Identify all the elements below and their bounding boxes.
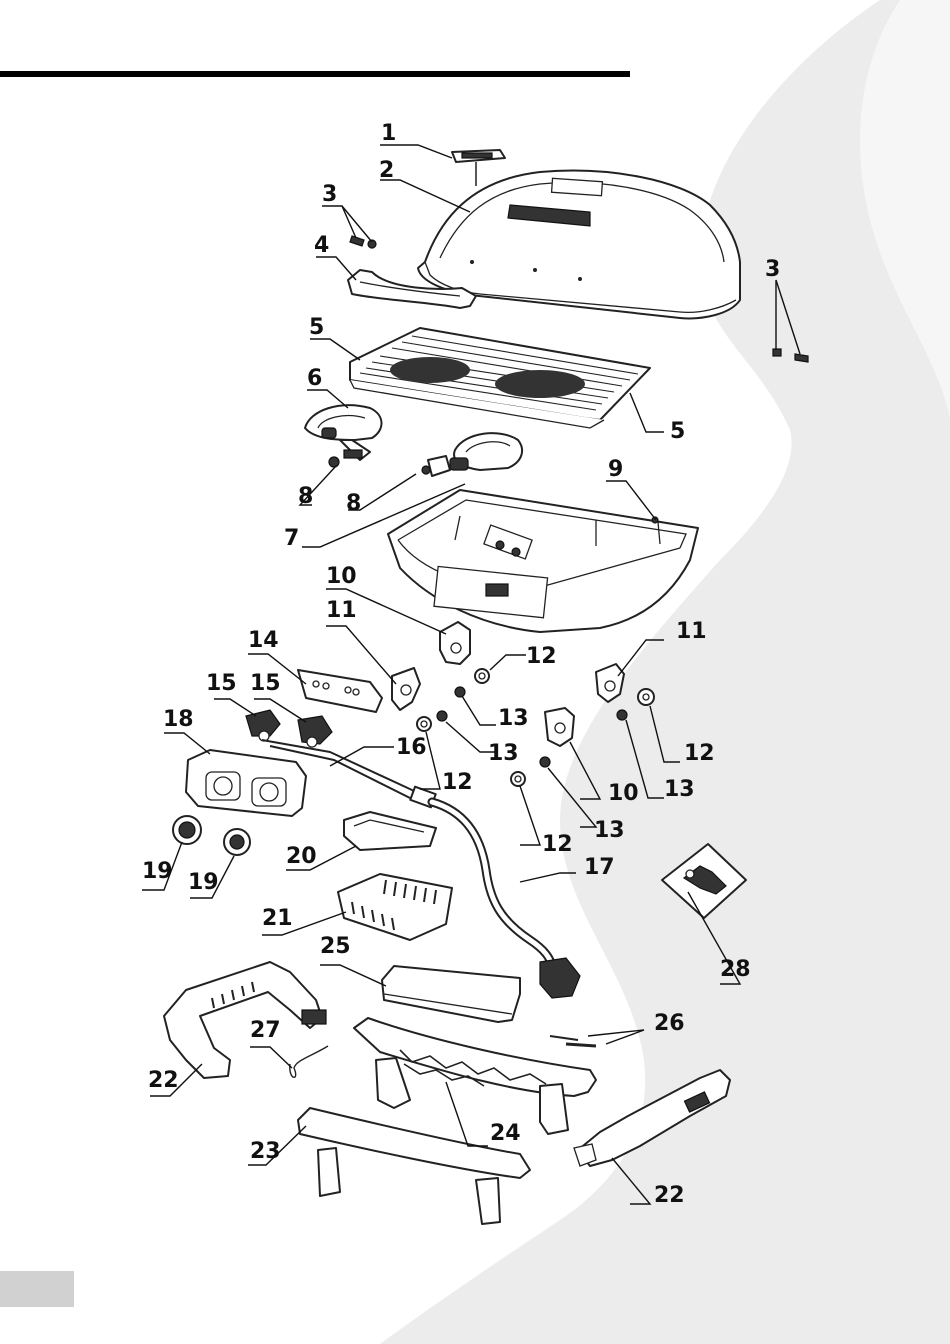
label-part-20: 20 bbox=[286, 844, 317, 869]
label-part-13-a: 13 bbox=[498, 706, 529, 731]
label-part-19-left: 19 bbox=[142, 859, 173, 884]
header-rule bbox=[0, 71, 630, 77]
part-control-knobs bbox=[173, 816, 250, 855]
label-part-14: 14 bbox=[248, 628, 279, 653]
label-part-4: 4 bbox=[314, 233, 329, 258]
part-bracket-10-right bbox=[545, 708, 574, 746]
label-part-10-right: 10 bbox=[608, 781, 639, 806]
part-grease-basket bbox=[338, 874, 452, 940]
label-part-3-left: 3 bbox=[322, 182, 337, 207]
label-part-24: 24 bbox=[490, 1121, 521, 1146]
part-burner-left bbox=[305, 405, 382, 467]
label-part-23: 23 bbox=[250, 1139, 281, 1164]
part-drip-tray bbox=[344, 812, 436, 850]
label-part-27: 27 bbox=[250, 1018, 281, 1043]
part-bracket-10-left bbox=[440, 622, 470, 664]
part-screws-right bbox=[773, 349, 808, 362]
label-part-7: 7 bbox=[284, 526, 299, 551]
label-part-3-right: 3 bbox=[765, 257, 780, 282]
part-base-frame bbox=[354, 1018, 596, 1134]
label-part-19-right: 19 bbox=[188, 870, 219, 895]
label-part-25: 25 bbox=[320, 934, 351, 959]
label-part-12-a: 12 bbox=[526, 644, 557, 669]
label-part-12-d: 12 bbox=[684, 741, 715, 766]
part-heat-shield bbox=[298, 670, 382, 712]
label-part-10-left: 10 bbox=[326, 564, 357, 589]
label-part-1: 1 bbox=[381, 121, 396, 146]
label-part-8-left: 8 bbox=[298, 484, 313, 509]
part-shelf bbox=[382, 966, 520, 1022]
label-part-13-c: 13 bbox=[594, 818, 625, 843]
part-pins bbox=[550, 1036, 596, 1046]
label-part-6: 6 bbox=[307, 366, 322, 391]
part-firebox bbox=[388, 490, 698, 632]
part-nuts bbox=[437, 687, 627, 767]
label-part-8-right: 8 bbox=[346, 491, 361, 516]
label-part-5-right: 5 bbox=[670, 419, 685, 444]
part-bracket-11-right bbox=[596, 664, 624, 702]
label-part-28: 28 bbox=[720, 957, 751, 982]
label-part-12-c: 12 bbox=[542, 832, 573, 857]
label-part-13-b: 13 bbox=[488, 741, 519, 766]
label-part-22-right: 22 bbox=[654, 1183, 685, 1208]
page-tab bbox=[0, 1271, 74, 1307]
part-control-panel bbox=[186, 750, 306, 816]
label-part-15-right: 15 bbox=[250, 671, 281, 696]
label-part-11-left: 11 bbox=[326, 598, 357, 623]
label-part-18: 18 bbox=[163, 707, 194, 732]
label-part-13-d: 13 bbox=[664, 777, 695, 802]
label-part-26: 26 bbox=[654, 1011, 685, 1036]
label-part-22-left: 22 bbox=[148, 1068, 179, 1093]
label-part-9: 9 bbox=[608, 457, 623, 482]
label-part-2: 2 bbox=[379, 158, 394, 183]
part-valves bbox=[246, 710, 332, 747]
part-screws-left bbox=[350, 236, 376, 248]
part-hardware-bag bbox=[662, 844, 746, 918]
label-part-12-b: 12 bbox=[442, 770, 473, 795]
label-part-11-right: 11 bbox=[676, 619, 707, 644]
label-part-15-left: 15 bbox=[206, 671, 237, 696]
part-leg-handle-right bbox=[574, 1070, 730, 1166]
part-bracket-11-left bbox=[392, 668, 420, 710]
part-thermometer bbox=[452, 150, 505, 186]
label-part-17: 17 bbox=[584, 855, 615, 880]
label-part-5-left: 5 bbox=[309, 315, 324, 340]
part-cooking-grate bbox=[350, 328, 650, 428]
part-burner-right bbox=[422, 433, 522, 476]
part-wire bbox=[290, 1046, 328, 1077]
part-manifold-and-hose bbox=[262, 740, 580, 998]
label-part-21: 21 bbox=[262, 906, 293, 931]
label-part-16: 16 bbox=[396, 735, 427, 760]
